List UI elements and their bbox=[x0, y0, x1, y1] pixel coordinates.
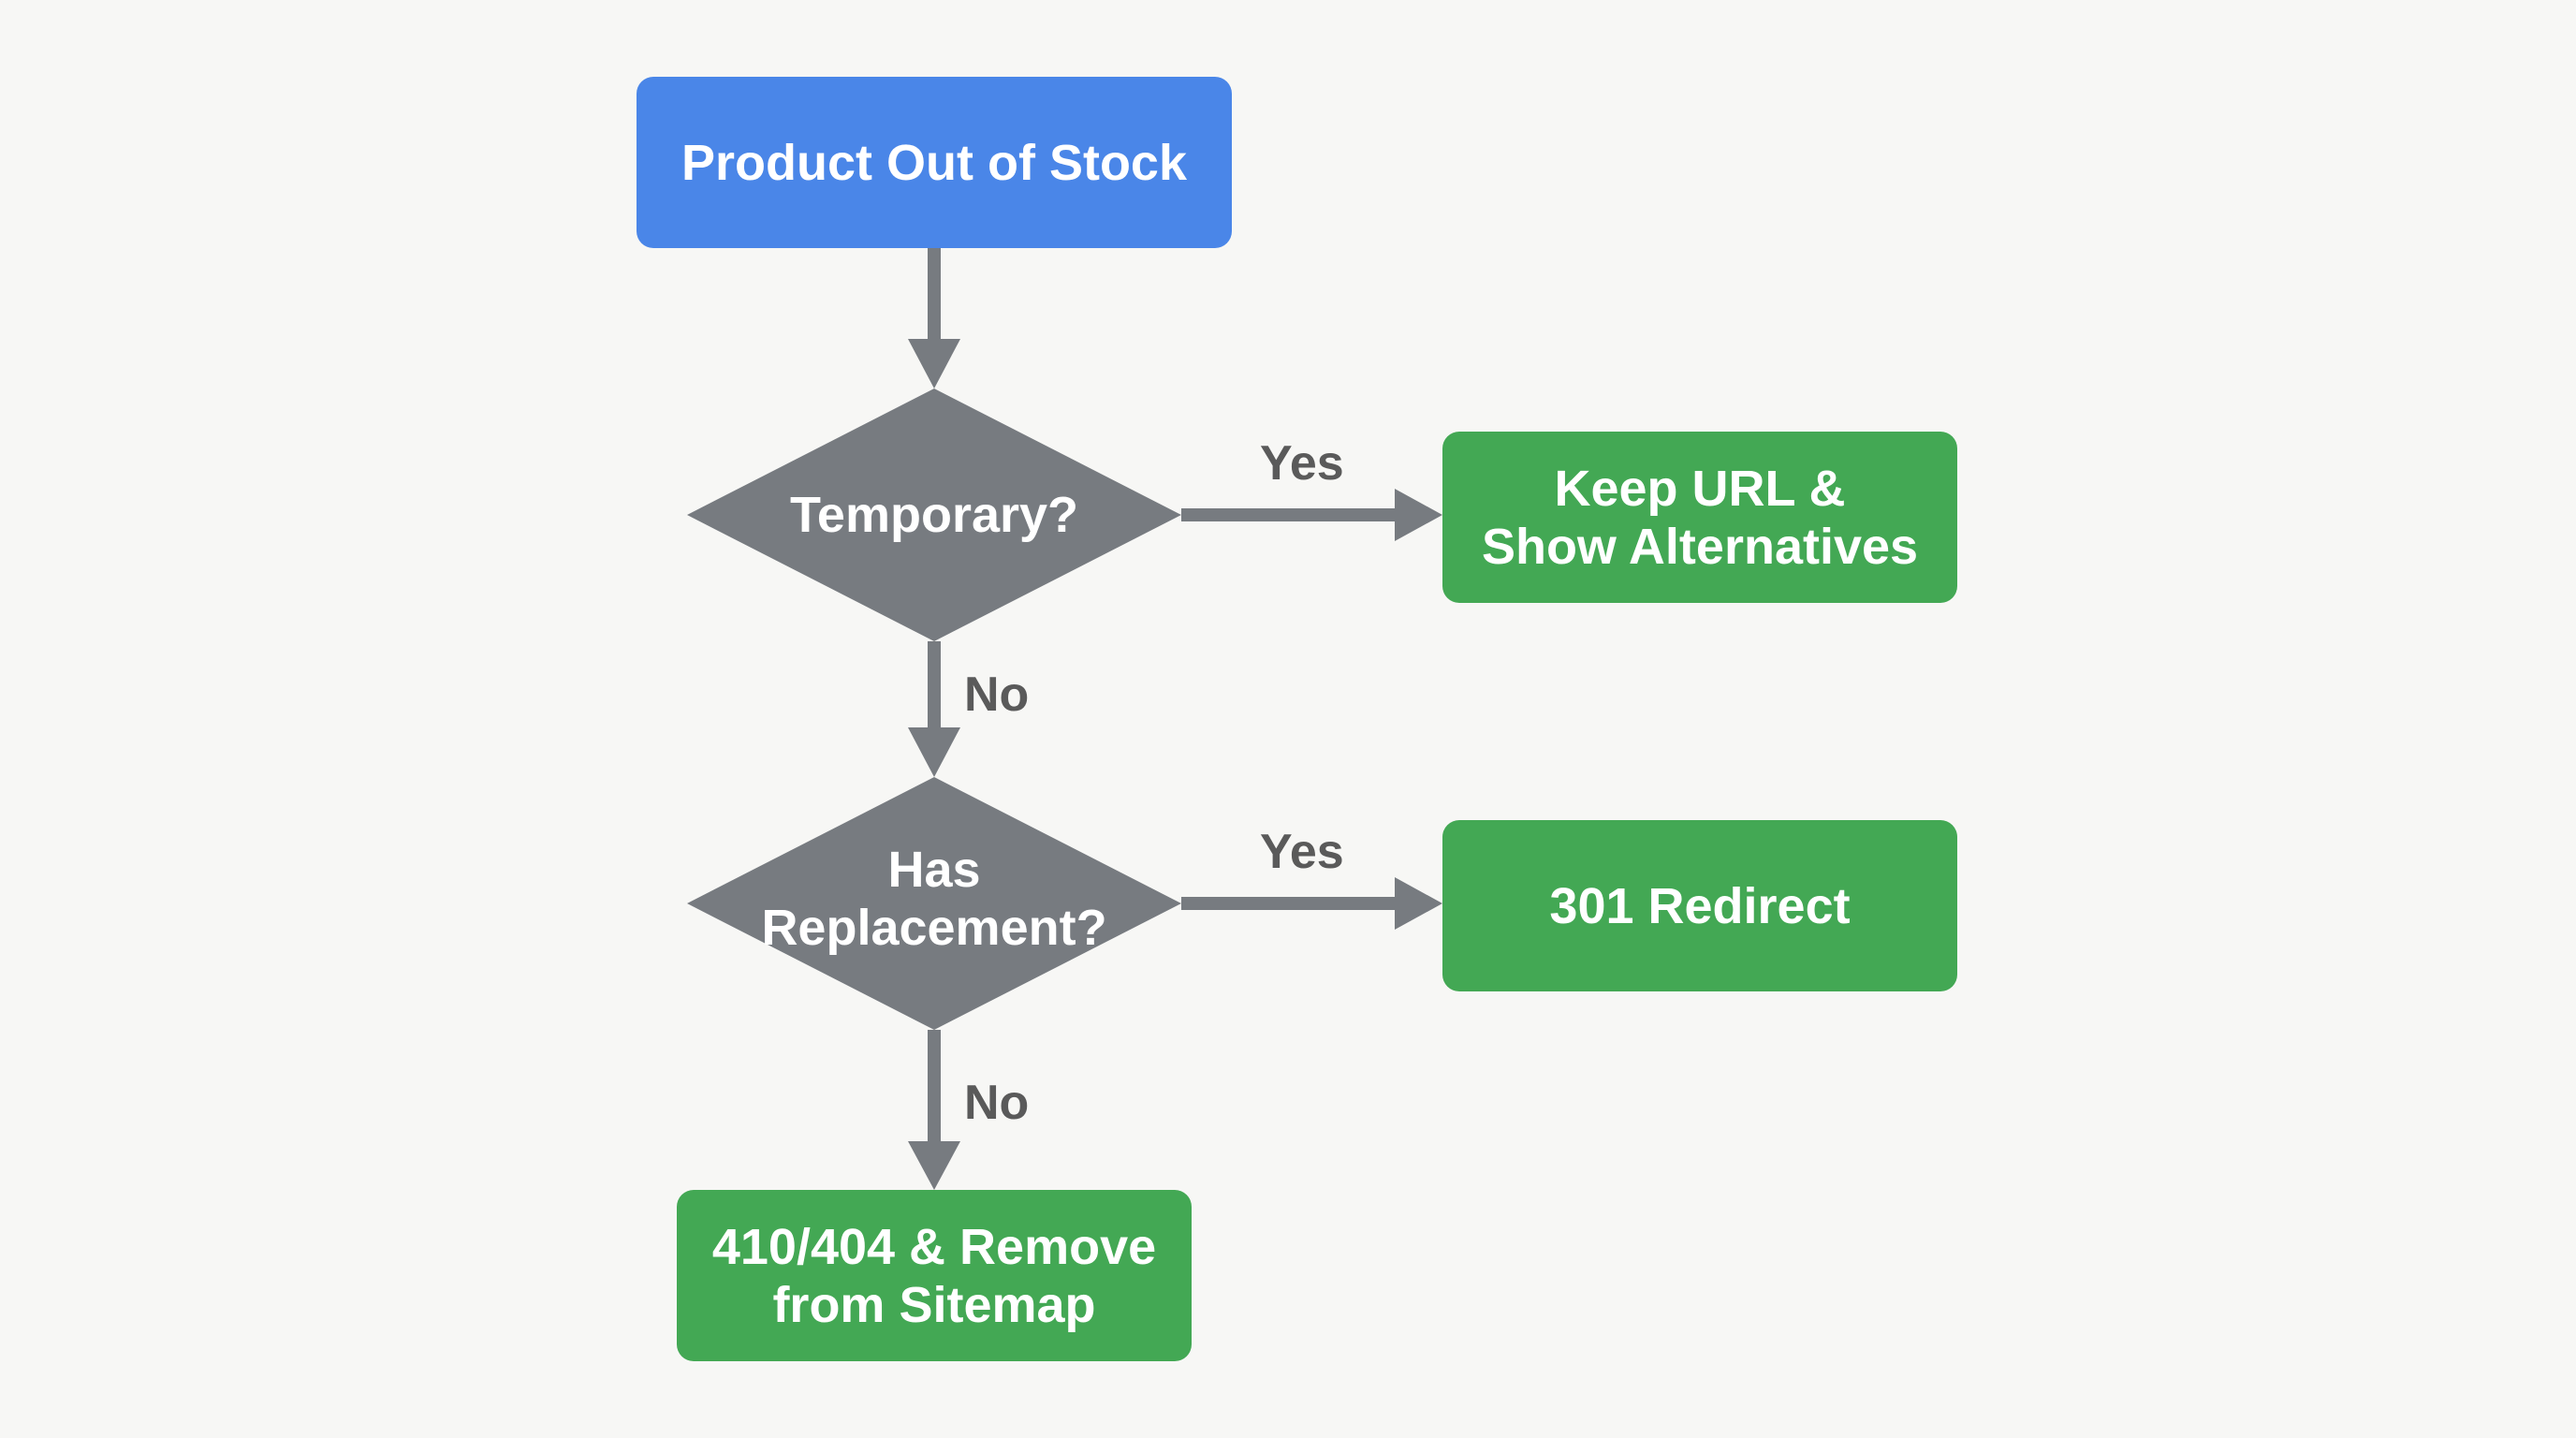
decision-temporary-label: Temporary? bbox=[789, 487, 1079, 543]
edge-label-replacement-yes: Yes bbox=[1260, 825, 1344, 879]
edge-label-temporary-yes: Yes bbox=[1260, 436, 1344, 491]
decision-replacement-label-group: Has Replacement? bbox=[687, 829, 1181, 969]
decision-temporary-label-group: Temporary? bbox=[687, 459, 1181, 571]
arrowhead-temporary-yes bbox=[1395, 489, 1442, 541]
edge-label-replacement-no: No bbox=[964, 1076, 1030, 1130]
arrowhead-replacement-yes bbox=[1395, 877, 1442, 930]
result-redirect-label: 301 Redirect bbox=[1549, 877, 1851, 934]
decision-diamond-replacement bbox=[687, 777, 1181, 1030]
result-redirect-node: 301 Redirect bbox=[1442, 820, 1957, 991]
arrowhead-replacement-no bbox=[908, 1141, 960, 1190]
result-keep-url-line1: Keep URL & bbox=[1554, 460, 1846, 517]
edge-label-temporary-no: No bbox=[964, 668, 1030, 722]
arrowhead-start-to-temporary bbox=[908, 339, 960, 389]
start-node: Product Out of Stock bbox=[637, 77, 1232, 248]
result-keep-url-node: Keep URL & Show Alternatives bbox=[1442, 432, 1957, 603]
decision-diamond-temporary bbox=[687, 389, 1181, 641]
arrowhead-temporary-no bbox=[908, 727, 960, 777]
start-node-label: Product Out of Stock bbox=[681, 134, 1187, 191]
decision-replacement-label-line2: Replacement? bbox=[761, 900, 1107, 956]
decision-replacement-label-line1: Has bbox=[887, 842, 981, 898]
result-remove-line2: from Sitemap bbox=[772, 1276, 1096, 1333]
result-remove-line1: 410/404 & Remove bbox=[711, 1218, 1157, 1275]
result-remove-node: 410/404 & Remove from Sitemap bbox=[677, 1190, 1192, 1361]
result-keep-url-line2: Show Alternatives bbox=[1481, 518, 1919, 575]
